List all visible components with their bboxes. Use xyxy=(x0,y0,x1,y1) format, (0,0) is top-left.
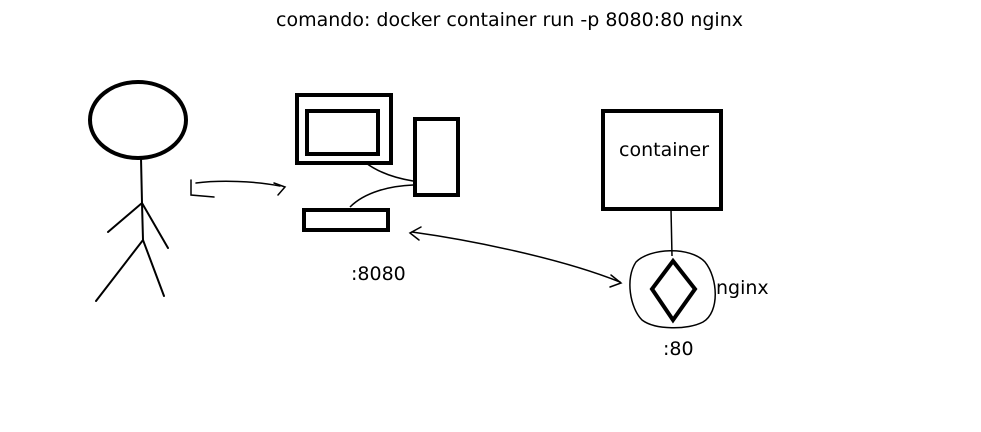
user-legs xyxy=(95,237,165,302)
keyboard xyxy=(302,208,390,232)
nginx-blob xyxy=(629,250,716,329)
container-port-label: :80 xyxy=(663,338,694,360)
user-arms xyxy=(107,201,169,249)
keyboard-cable xyxy=(349,184,414,208)
user-head xyxy=(88,80,188,160)
container-label: container xyxy=(619,139,710,161)
user-body xyxy=(140,157,144,241)
monitor-outer xyxy=(295,93,393,165)
port-mapping-arrow xyxy=(408,226,623,288)
host-computer xyxy=(295,93,460,232)
tower xyxy=(413,117,460,197)
container-link-line xyxy=(670,208,673,257)
user-stick-figure xyxy=(88,80,188,302)
monitor-screen xyxy=(305,109,380,156)
monitor-cable xyxy=(365,162,414,182)
container-box xyxy=(601,109,723,211)
command-title: comando: docker container run -p 8080:80… xyxy=(276,9,743,31)
nginx-diamond-icon xyxy=(649,257,698,324)
nginx-label: nginx xyxy=(716,277,769,299)
host-port-label: :8080 xyxy=(351,263,406,285)
user-computer-arrow xyxy=(190,179,287,198)
